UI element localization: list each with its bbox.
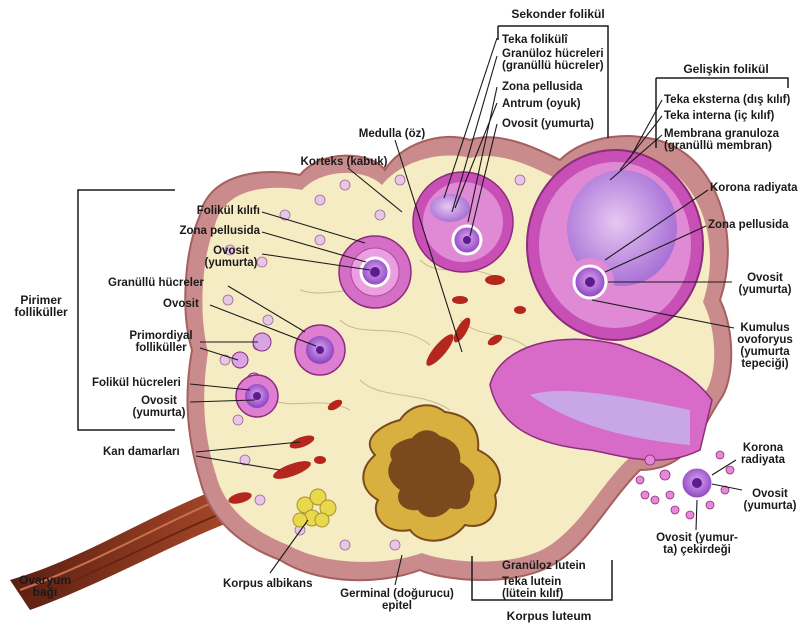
label-folikul-kilifi: Folikül kılıfı bbox=[160, 205, 260, 217]
label-korteks: Korteks (kabuk) bbox=[294, 156, 394, 168]
label-ovosit-sekonder: Ovosit (yumurta) bbox=[502, 118, 594, 130]
label-teka-interna: Teka interna (iç kılıf) bbox=[664, 110, 774, 122]
ovosit-primary-3-line-2: (yumurta) bbox=[128, 407, 190, 419]
primary-follicle-3 bbox=[236, 375, 278, 417]
kumulus-line-2: ovoforyus bbox=[732, 334, 798, 346]
korona-line-1: Korona bbox=[733, 442, 793, 454]
label-germinal-epitel: Germinal (doğurucu) epitel bbox=[332, 588, 462, 612]
label-medulla: Medulla (öz) bbox=[342, 128, 442, 140]
label-primordiyal-folikuller: Primordiyal folliküller bbox=[122, 330, 200, 354]
ovosit-ovulated-line-2: (yumurta) bbox=[740, 500, 800, 512]
label-ovosit-primary-1: Ovosit (yumurta) bbox=[200, 245, 262, 269]
label-membrana-granuloza: Membrana granuloza (granüllü membran) bbox=[664, 128, 779, 152]
group-sekonder-folikul: Sekonder folikül bbox=[503, 8, 613, 20]
kumulus-line-4: tepeciği) bbox=[732, 358, 798, 370]
label-antrum: Antrum (oyuk) bbox=[502, 98, 581, 110]
teka-lutein-line-1: Teka lutein bbox=[502, 576, 563, 588]
label-granuloz-lutein: Granüloz lutein bbox=[502, 560, 586, 572]
pirimer-line-2: folliküller bbox=[8, 306, 74, 318]
label-ovosit-ovulated: Ovosit (yumurta) bbox=[740, 488, 800, 512]
label-ovosit-cekirdegi: Ovosit (yumur- ta) çekirdeği bbox=[652, 532, 742, 556]
primary-follicle-2 bbox=[295, 325, 345, 375]
primordiyal-line-2: folliküller bbox=[122, 342, 200, 354]
label-ovosit-primary-3: Ovosit (yumurta) bbox=[128, 395, 190, 419]
ovosit-ovulated-line-1: Ovosit bbox=[740, 488, 800, 500]
label-folikul-hucreleri: Folikül hücreleri bbox=[92, 377, 181, 389]
ovosit-mature-line-2: (yumurta) bbox=[732, 284, 798, 296]
label-kumulus-ovoforyus: Kumulus ovoforyus (yumurta tepeciği) bbox=[732, 322, 798, 370]
kumulus-line-3: (yumurta bbox=[732, 346, 798, 358]
ovosit-primary-3-line-1: Ovosit bbox=[128, 395, 190, 407]
group-pirimer-folikuller: Pirimer folliküller bbox=[8, 294, 74, 318]
teka-lutein-line-2: (lütein kılıf) bbox=[502, 588, 563, 600]
label-korpus-albikans: Korpus albikans bbox=[223, 578, 312, 590]
cekirdek-line-1: Ovosit (yumur- bbox=[652, 532, 742, 544]
germinal-line-2: epitel bbox=[332, 600, 462, 612]
label-teka-eksterna: Teka eksterna (dış kılıf) bbox=[664, 94, 790, 106]
label-ovaryum-bagi: Ovaryum bağı bbox=[15, 574, 75, 598]
membrana-line-2: (granüllü membran) bbox=[664, 140, 779, 152]
membrana-line-1: Membrana granuloza bbox=[664, 128, 779, 140]
label-zona-pellusida-sekonder: Zona pellusida bbox=[502, 81, 583, 93]
kumulus-line-1: Kumulus bbox=[732, 322, 798, 334]
label-teka-lutein: Teka lutein (lütein kılıf) bbox=[502, 576, 563, 600]
ovosit-mature-line-1: Ovosit bbox=[732, 272, 798, 284]
label-granuloz-hucreleri: Granüloz hücreleri (granüllü hücreler) bbox=[502, 48, 604, 72]
ovaryum-line-2: bağı bbox=[15, 586, 75, 598]
group-korpus-luteum: Korpus luteum bbox=[490, 610, 608, 622]
label-ovosit-mature: Ovosit (yumurta) bbox=[732, 272, 798, 296]
granuloz-line-2: (granüllü hücreler) bbox=[502, 60, 604, 72]
label-teka-folikuli: Teka folikülî bbox=[502, 34, 568, 46]
cekirdek-line-2: ta) çekirdeği bbox=[652, 544, 742, 556]
korona-line-2: radiyata bbox=[733, 454, 793, 466]
primary-follicle-1 bbox=[339, 236, 411, 308]
label-kan-damarlari: Kan damarları bbox=[103, 446, 180, 458]
label-zona-pellusida-primary: Zona pellusida bbox=[160, 225, 260, 237]
label-korona-radiyata-ovulated: Korona radiyata bbox=[733, 442, 793, 466]
ovosit-primary-1-line-2: (yumurta) bbox=[200, 257, 262, 269]
label-ovosit-primary-2: Ovosit bbox=[163, 298, 199, 310]
group-gelisken-folikul: Gelişkin folikül bbox=[662, 63, 790, 75]
mature-follicle bbox=[527, 150, 703, 340]
granuloz-line-1: Granüloz hücreleri bbox=[502, 48, 604, 60]
ovosit-primary-1-line-1: Ovosit bbox=[200, 245, 262, 257]
label-korona-radiyata-mature: Korona radiyata bbox=[710, 182, 798, 194]
label-zona-pellusida-mature: Zona pellusida bbox=[708, 219, 789, 231]
germinal-line-1: Germinal (doğurucu) bbox=[332, 588, 462, 600]
primordiyal-line-1: Primordiyal bbox=[122, 330, 200, 342]
label-granullu-hucreler: Granüllü hücreler bbox=[108, 277, 204, 289]
